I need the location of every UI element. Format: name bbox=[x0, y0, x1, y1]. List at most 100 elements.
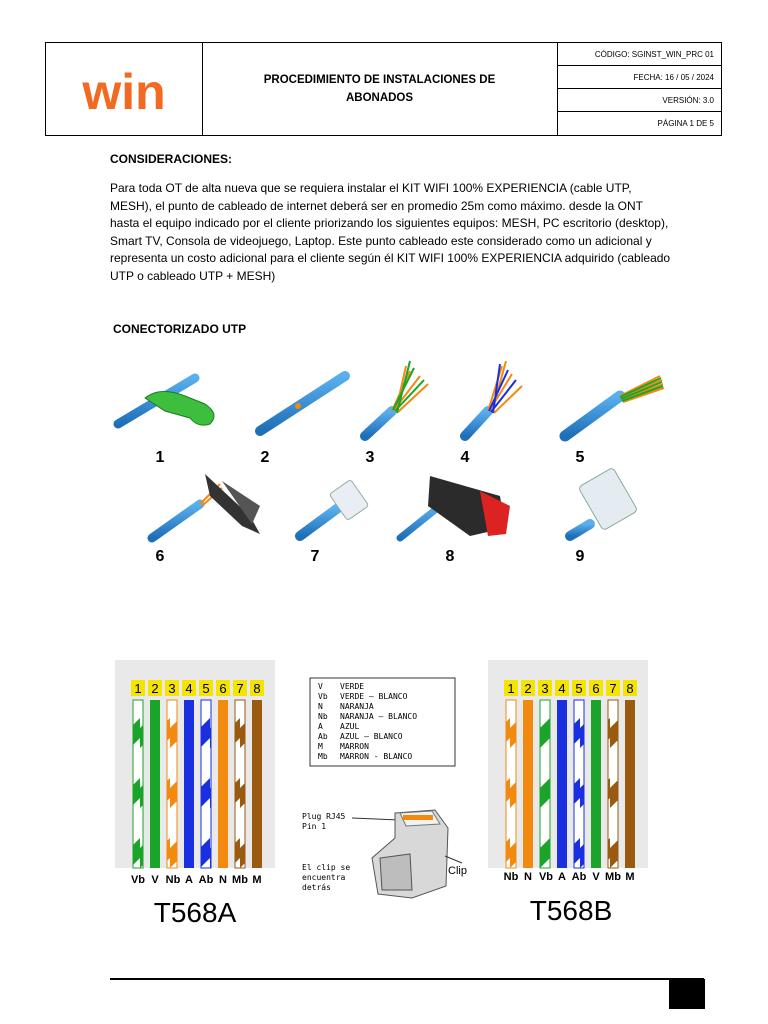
t568a-wire-3 bbox=[167, 700, 177, 868]
considerations-paragraph: Para toda OT de alta nueva que se requie… bbox=[110, 180, 675, 285]
t568a-pin-6: 6 bbox=[219, 681, 226, 696]
pin1-label: Pin 1 bbox=[302, 822, 326, 831]
legend-desc-4: NARANJA – BLANCO bbox=[340, 712, 417, 721]
t568b-pin-2: 2 bbox=[524, 681, 531, 696]
t568a-label-5: Ab bbox=[199, 874, 214, 886]
document-title: PROCEDIMIENTO DE INSTALACIONES DE ABONAD… bbox=[255, 71, 505, 107]
page-cell: PÁGINA 1 DE 5 bbox=[557, 112, 722, 135]
t568b-pin-8: 8 bbox=[626, 681, 633, 696]
t568a-wire-6 bbox=[218, 700, 228, 868]
t568a-connector: 1 2 3 4 5 6 7 8 Vb V Nb A Ab N Mb M T568… bbox=[115, 660, 275, 928]
step-2-image bbox=[260, 376, 345, 431]
t568b-wire-6 bbox=[591, 700, 601, 868]
legend-code-7: M bbox=[318, 742, 323, 751]
t568a-wire-8 bbox=[252, 700, 262, 868]
legend-desc-8: MARRON - BLANCO bbox=[340, 752, 412, 761]
footer-black-box bbox=[669, 979, 705, 1009]
legend-desc-1: VERDE bbox=[340, 682, 364, 691]
logo-cell: win bbox=[46, 43, 203, 135]
t568a-wire-1 bbox=[133, 700, 143, 868]
t568b-label-4: A bbox=[558, 871, 566, 883]
step-label-4: 4 bbox=[461, 449, 470, 466]
legend-desc-7: MARRON bbox=[340, 742, 369, 751]
t568b-pin-7: 7 bbox=[609, 681, 616, 696]
step-7-image bbox=[300, 479, 369, 536]
t568b-label-8: M bbox=[625, 871, 634, 883]
t568b-label-5: Ab bbox=[572, 871, 587, 883]
considerations-heading: CONSIDERACIONES: bbox=[110, 152, 232, 166]
t568a-pin-4: 4 bbox=[185, 681, 192, 696]
t568a-label-7: Mb bbox=[232, 874, 248, 886]
t568a-pin-7: 7 bbox=[236, 681, 243, 696]
color-legend: VVERDE VbVERDE – BLANCO NNARANJA NbNARAN… bbox=[310, 678, 455, 766]
step-8-image bbox=[400, 476, 510, 538]
t568b-wire-7 bbox=[608, 700, 618, 868]
doc-date: FECHA: 16 / 05 / 2024 bbox=[634, 73, 715, 82]
step-1-image bbox=[118, 378, 214, 425]
legend-code-3: N bbox=[318, 702, 323, 711]
step-label-3: 3 bbox=[366, 449, 375, 466]
t568b-label-2: N bbox=[524, 871, 532, 883]
wiring-diagram: 1 2 3 4 5 6 7 8 Vb V Nb A Ab N Mb M T568… bbox=[110, 658, 670, 930]
step-label-7: 7 bbox=[311, 548, 320, 565]
t568a-pin-8: 8 bbox=[253, 681, 260, 696]
t568b-pin-4: 4 bbox=[558, 681, 565, 696]
t568b-wire-5 bbox=[574, 700, 584, 868]
legend-code-5: A bbox=[318, 722, 323, 731]
legend-desc-2: VERDE – BLANCO bbox=[340, 692, 408, 701]
legend-code-4: Nb bbox=[318, 712, 328, 721]
utp-steps-illustration: 1 2 3 4 5 6 7 8 9 bbox=[110, 356, 675, 572]
legend-code-6: Ab bbox=[318, 732, 328, 741]
t568b-pin-5: 5 bbox=[575, 681, 582, 696]
legend-code-2: Vb bbox=[318, 692, 328, 701]
t568b-label-3: Vb bbox=[539, 871, 553, 883]
t568b-label-6: V bbox=[592, 871, 600, 883]
t568a-pin-2: 2 bbox=[151, 681, 158, 696]
utp-heading: CONECTORIZADO UTP bbox=[113, 322, 246, 336]
t568a-label-8: M bbox=[252, 874, 261, 886]
doc-page: PÁGINA 1 DE 5 bbox=[658, 119, 714, 128]
t568a-label-4: A bbox=[185, 874, 193, 886]
step-6-image bbox=[152, 474, 260, 538]
t568a-wire-5 bbox=[201, 700, 211, 868]
step-label-5: 5 bbox=[576, 449, 585, 466]
step-label-8: 8 bbox=[446, 548, 455, 565]
t568a-label-1: Vb bbox=[131, 874, 145, 886]
win-logo: win bbox=[46, 43, 202, 135]
t568a-pin-5: 5 bbox=[202, 681, 209, 696]
clip-note-2: encuentra bbox=[302, 873, 346, 882]
t568b-pin-6: 6 bbox=[592, 681, 599, 696]
legend-desc-6: AZUL – BLANCO bbox=[340, 732, 403, 741]
t568b-wire-8 bbox=[625, 700, 635, 868]
clip-label: Clip bbox=[448, 865, 467, 877]
document-header: win PROCEDIMIENTO DE INSTALACIONES DE AB… bbox=[45, 42, 722, 136]
t568b-label-1: Nb bbox=[504, 871, 519, 883]
t568a-wire-7 bbox=[235, 700, 245, 868]
t568a-label-3: Nb bbox=[166, 874, 181, 886]
t568b-wire-4 bbox=[557, 700, 567, 868]
t568a-pin-3: 3 bbox=[168, 681, 175, 696]
step-label-1: 1 bbox=[156, 449, 165, 466]
t568b-title: T568B bbox=[530, 895, 613, 926]
version-cell: VERSIÓN: 3.0 bbox=[557, 89, 722, 112]
plug-label: Plug RJ45 bbox=[302, 812, 346, 821]
t568a-label-6: N bbox=[219, 874, 227, 886]
t568a-pin-1: 1 bbox=[134, 681, 141, 696]
t568b-label-7: Mb bbox=[605, 871, 621, 883]
legend-code-8: Mb bbox=[318, 752, 328, 761]
t568a-wire-4 bbox=[184, 700, 194, 868]
doc-version: VERSIÓN: 3.0 bbox=[662, 96, 714, 105]
legend-desc-3: NARANJA bbox=[340, 702, 374, 711]
step-label-9: 9 bbox=[576, 548, 585, 565]
step-5-image bbox=[565, 376, 664, 436]
clip-note-3: detrás bbox=[302, 883, 331, 892]
step-label-2: 2 bbox=[261, 449, 270, 466]
t568b-wire-2 bbox=[523, 700, 533, 868]
t568b-pin-1: 1 bbox=[507, 681, 514, 696]
t568a-title: T568A bbox=[154, 897, 237, 928]
step-3-image bbox=[365, 361, 428, 436]
t568a-label-2: V bbox=[151, 874, 159, 886]
step-9-image bbox=[570, 467, 638, 536]
rj45-plug-drawing: Plug RJ45 Pin 1 El clip se encuentra det… bbox=[302, 810, 467, 898]
footer-rule bbox=[110, 978, 704, 980]
